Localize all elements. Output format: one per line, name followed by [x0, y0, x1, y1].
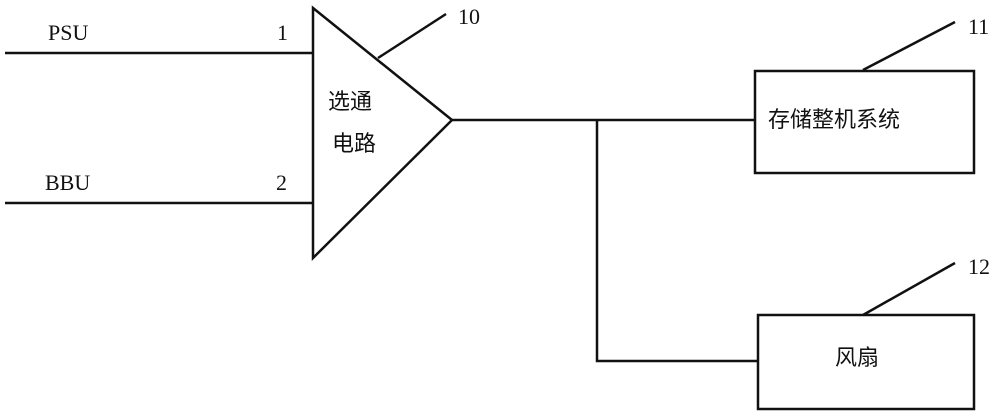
ref-10: 10: [458, 6, 480, 28]
ref-12: 12: [968, 256, 990, 278]
storage-box-label: 存储整机系统: [768, 110, 900, 132]
selector-label-line2: 电路: [332, 134, 376, 156]
pin-1-label: 1: [277, 22, 288, 44]
bbu-label: BBU: [45, 172, 90, 194]
selector-label-line1: 选通: [328, 92, 372, 114]
fan-wire: [597, 120, 758, 361]
fan-box-label: 风扇: [835, 348, 879, 370]
leader-12: [863, 263, 955, 315]
ref-11: 11: [968, 16, 989, 38]
psu-label: PSU: [48, 22, 88, 44]
leader-11: [863, 22, 955, 70]
pin-2-label: 2: [276, 172, 287, 194]
leader-10: [378, 14, 446, 58]
